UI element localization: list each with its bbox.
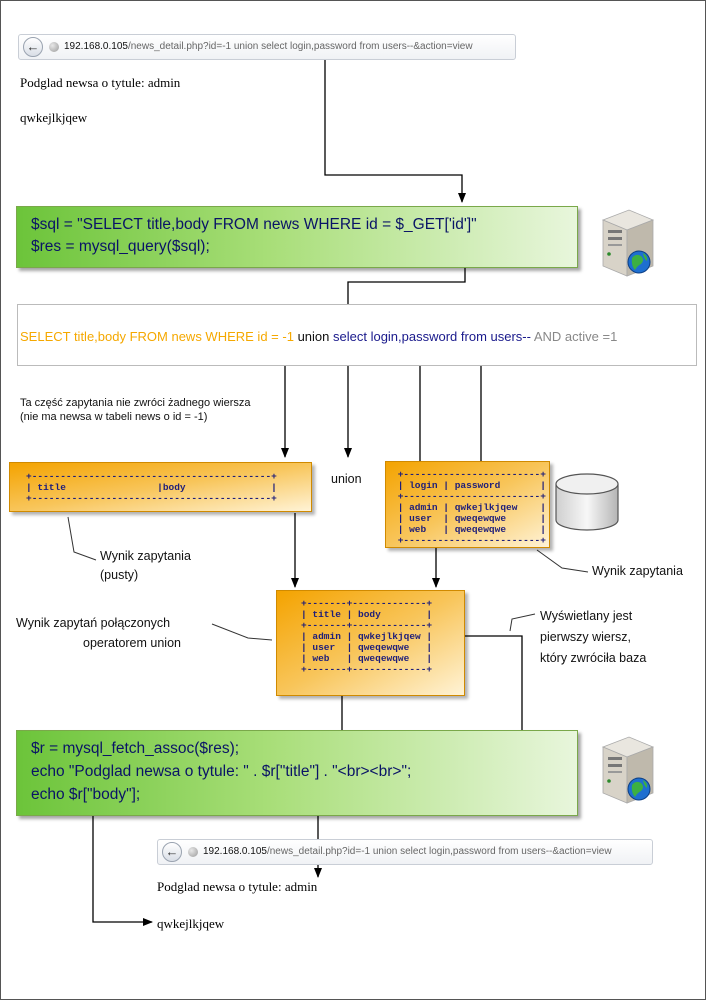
table-users-result: +------------------------+ | login | pas… xyxy=(385,461,550,548)
url-text[interactable]: 192.168.0.105/news_detail.php?id=-1 unio… xyxy=(64,41,473,52)
server-icon xyxy=(601,736,655,804)
table-news-border-top: +---------------------------------------… xyxy=(26,471,277,482)
page-icon xyxy=(188,847,198,857)
callout-displayed xyxy=(509,613,536,632)
table-news-result: +---------------------------------------… xyxy=(9,462,312,512)
database-icon xyxy=(555,473,619,531)
back-arrow-icon[interactable]: ← xyxy=(162,842,182,862)
sql-part-select-users: select login,password from users-- xyxy=(333,329,531,344)
sql-part-select-news: SELECT title,body FROM news WHERE id = -… xyxy=(20,329,294,344)
table-union-row: | user | qweqewqwe | xyxy=(301,642,433,653)
code-line-sql: $sql = "SELECT title,body FROM news WHER… xyxy=(31,216,477,233)
sql-query-line: SELECT title,body FROM news WHERE id = -… xyxy=(20,329,617,344)
union-label: union xyxy=(331,472,362,486)
label-displayed-3: który zwróciła baza xyxy=(540,651,647,665)
table-users-border-1: +------------------------+ xyxy=(392,469,546,480)
callout-empty xyxy=(67,516,97,561)
table-union-border-3: +-------+-------------+ xyxy=(301,664,433,675)
page-icon xyxy=(49,42,59,52)
table-users-row: | user | qweqewqwe | xyxy=(392,513,546,524)
table-union-border-1: +-------+-------------+ xyxy=(301,598,433,609)
page-body-bottom: qwkejlkjqew xyxy=(157,916,225,931)
table-users-border-2: +------------------------+ xyxy=(392,491,546,502)
table-union-row: | web | qweqewqwe | xyxy=(301,653,433,664)
page-heading-top: Podglad newsa o tytule: admin xyxy=(20,75,181,90)
label-displayed-1: Wyświetlany jest xyxy=(540,609,633,623)
table-news-header: | title |body | xyxy=(26,482,277,493)
code-line-echo-body: echo $r["body"]; xyxy=(31,786,141,803)
label-result-users: Wynik zapytania xyxy=(592,564,683,578)
note-empty-line1: Ta część zapytania nie zwróci żadnego wi… xyxy=(20,397,251,409)
table-users-border-3: +------------------------+ xyxy=(392,535,546,546)
sql-part-union: union xyxy=(297,329,330,344)
code-line-echo-title: echo "Podglad newsa o tytule: " . $r["ti… xyxy=(31,763,412,780)
page-body-top: qwkejlkjqew xyxy=(20,110,88,125)
sql-part-commented: AND active =1 xyxy=(533,329,618,344)
page-heading-bottom: Podglad newsa o tytule: admin xyxy=(157,879,318,894)
table-union-border-2: +-------+-------------+ xyxy=(301,620,433,631)
label-result-empty-2: (pusty) xyxy=(100,568,139,582)
url-text[interactable]: 192.168.0.105/news_detail.php?id=-1 unio… xyxy=(203,846,612,857)
browser-address-bar-top[interactable]: ← 192.168.0.105/news_detail.php?id=-1 un… xyxy=(18,34,516,60)
label-result-empty-1: Wynik zapytania xyxy=(100,549,191,563)
table-users-row: | web | qweqewqwe | xyxy=(392,524,546,535)
table-users-header: | login | password | xyxy=(392,480,546,491)
back-arrow-icon[interactable]: ← xyxy=(23,37,43,57)
table-users-row: | admin | qwkejlkjqew | xyxy=(392,502,546,513)
sql-query-box: SELECT title,body FROM news WHERE id = -… xyxy=(17,304,697,366)
table-union-header: | title | body | xyxy=(301,609,433,620)
callout-union xyxy=(211,623,273,641)
table-union-row: | admin | qwkejlkjqew | xyxy=(301,631,433,642)
callout-users xyxy=(536,549,589,573)
note-empty-line2: (nie ma newsa w tabeli news o id = -1) xyxy=(20,411,208,423)
code-line-res: $res = mysql_query($sql); xyxy=(31,238,210,255)
table-union-result: +-------+-------------+ | title | body |… xyxy=(276,590,465,696)
label-union-result-2: operatorem union xyxy=(83,636,181,650)
code-line-fetch: $r = mysql_fetch_assoc($res); xyxy=(31,740,240,757)
table-news-border-bottom: +---------------------------------------… xyxy=(26,493,277,504)
server-icon xyxy=(601,209,655,277)
arrow-body-to-output xyxy=(92,808,153,926)
arrow-url-to-code xyxy=(324,58,466,203)
label-displayed-2: pierwszy wiersz, xyxy=(540,630,631,644)
browser-address-bar-bottom[interactable]: ← 192.168.0.105/news_detail.php?id=-1 un… xyxy=(157,839,653,865)
code-box-query: $sql = "SELECT title,body FROM news WHER… xyxy=(16,206,578,268)
code-box-output: $r = mysql_fetch_assoc($res); echo "Podg… xyxy=(16,730,578,816)
label-union-result-1: Wynik zapytań połączonych xyxy=(16,616,171,630)
